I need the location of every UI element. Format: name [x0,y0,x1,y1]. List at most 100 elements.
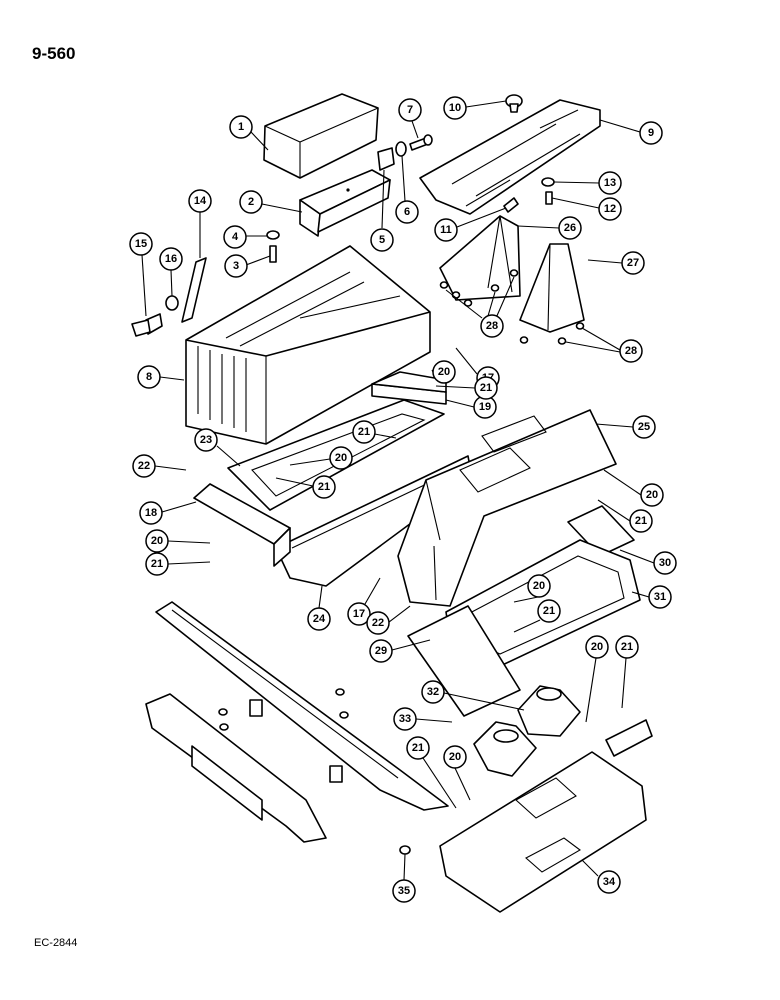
callout-20c-label: 20 [151,535,163,547]
callout-21b: 21 [352,420,397,444]
callout-21e-label: 21 [635,515,647,527]
callout-4-label: 4 [232,231,239,243]
right-console-housing [397,409,617,607]
callout-24-label: 24 [313,613,326,625]
callout-5: 5 [370,169,394,252]
callout-21f-label: 21 [543,605,555,617]
callout-31-label: 31 [654,591,666,603]
callout-14: 14 [188,189,212,258]
callout-35-label: 35 [398,885,410,897]
callout-2-label: 2 [248,196,254,208]
callout-20e: 20 [513,574,551,603]
callout-12-label: 12 [604,203,616,215]
spacers [218,688,349,783]
callout-18-label: 18 [145,507,157,519]
callout-35: 35 [392,853,416,903]
callout-21d-label: 21 [151,558,163,570]
callout-34: 34 [581,859,621,894]
callout-24: 24 [307,585,331,631]
callout-33: 33 [393,707,453,731]
callout-30-label: 30 [659,557,671,569]
callout-25: 25 [595,415,656,439]
callout-10-label: 10 [449,102,461,114]
clip-washer-screw [377,134,433,171]
callout-27: 27 [587,251,645,275]
boot-33 [473,721,537,777]
callout-21c: 21 [275,475,336,499]
callout-20c: 20 [145,529,211,553]
callout-21g-label: 21 [621,641,633,653]
callout-25-label: 25 [638,421,650,433]
bracket-18 [193,483,291,567]
callout-20a-label: 20 [438,366,450,378]
callout-21h: 21 [406,736,457,809]
top-plate [419,99,601,215]
callout-26: 26 [517,216,582,240]
callout-22b: 22 [366,605,411,635]
armrest-pad [263,93,379,179]
callout-2: 2 [239,190,303,214]
callout-17b-label: 17 [353,608,365,620]
callout-29: 29 [369,639,431,663]
callout-20d: 20 [603,469,664,507]
callout-20f: 20 [585,635,609,723]
crossbar [155,601,449,811]
callout-10: 10 [443,96,507,120]
callout-21a: 21 [435,376,498,400]
callout-29-label: 29 [375,645,387,657]
callout-17b: 17 [347,577,381,626]
callout-11: 11 [434,207,507,242]
callout-1: 1 [229,115,269,151]
bolt-35 [399,845,411,855]
callout-18: 18 [139,501,197,525]
drawing-code: EC-2844 [34,937,78,949]
callout-20e-label: 20 [533,580,545,592]
callout-8: 8 [137,365,185,389]
callout-23-label: 23 [200,434,212,446]
callout-11-label: 11 [440,224,452,236]
base-plate-34 [439,719,653,913]
callout-21g: 21 [615,635,639,709]
callout-13: 13 [553,171,622,195]
callout-21f: 21 [513,599,561,633]
callout-15: 15 [129,232,153,317]
callout-6: 6 [395,155,419,224]
shift-boot-27 [519,243,585,333]
callout-9-label: 9 [648,127,654,139]
callout-21e: 21 [597,499,653,533]
callout-28b-label: 28 [625,345,637,357]
callout-21h-label: 21 [412,742,424,754]
callout-28a-label: 28 [486,320,498,332]
callout-22a-label: 22 [138,460,150,472]
callout-14-label: 14 [194,195,207,207]
callout-21b-label: 21 [358,426,370,438]
callout-32-label: 32 [427,686,439,698]
bracket-19 [371,371,447,405]
callout-30: 30 [619,549,677,575]
callout-13-label: 13 [604,177,616,189]
callout-22b-label: 22 [372,617,384,629]
callout-28b: 28 [565,327,643,363]
callout-15-label: 15 [135,238,147,250]
page-title: 9-560 [32,44,76,63]
callout-20g-label: 20 [449,751,461,763]
callout-8-label: 8 [146,371,152,383]
callout-5-label: 5 [379,234,385,246]
lower-bracket [145,693,327,843]
callout-20g: 20 [443,745,471,801]
callout-3-label: 3 [233,260,239,272]
callout-6-label: 6 [404,206,410,218]
callout-20b-label: 20 [335,452,347,464]
callout-4: 4 [223,225,268,249]
callout-16-label: 16 [165,253,177,265]
callout-31: 31 [631,585,672,609]
armrest-bracket [299,169,391,237]
base-29 [407,605,521,717]
callout-20f-label: 20 [591,641,603,653]
callout-7-label: 7 [407,104,413,116]
callout-19-label: 19 [479,401,491,413]
callout-21d: 21 [145,552,211,576]
callout-7: 7 [398,98,422,139]
callout-20d-label: 20 [646,489,658,501]
